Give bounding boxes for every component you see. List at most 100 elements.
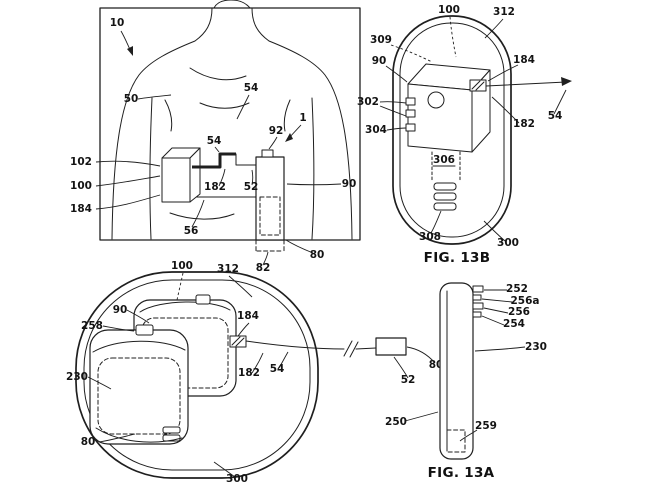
leader-80-unit xyxy=(406,346,436,364)
assembly-leaders xyxy=(87,272,436,478)
capsule-shell-outer xyxy=(392,15,512,245)
fig13b-panel: 100 312 309 90 184 302 304 306 308 300 1… xyxy=(357,4,572,266)
ref-label-56: 56 xyxy=(184,225,199,237)
ref-label-52: 52 xyxy=(244,181,259,193)
ref-label-100: 100 xyxy=(171,260,193,272)
ref-label-100: 100 xyxy=(70,180,92,192)
fig13a-panel: 252 256a 256 254 230 250 259 FIG. 13A xyxy=(385,282,547,481)
leader-309 xyxy=(390,44,433,63)
fig13a-caption: FIG. 13A xyxy=(428,465,495,481)
carrier-shell-outer xyxy=(75,271,319,479)
leader-54 xyxy=(553,89,567,115)
arrowhead-10 xyxy=(127,46,133,56)
leader-54 xyxy=(278,351,289,369)
ref-label-302: 302 xyxy=(357,96,379,108)
ref-label-300: 300 xyxy=(497,237,519,249)
connector-block-1 xyxy=(405,97,416,106)
ref-label-182: 182 xyxy=(513,118,535,130)
fig13a-leaders xyxy=(404,289,526,442)
ref-label-80-pouch: 80 xyxy=(81,436,96,448)
ref-label-252: 252 xyxy=(506,283,528,295)
connector-block-2 xyxy=(405,109,416,118)
ref-label-258: 258 xyxy=(81,320,103,332)
cable-segment-left xyxy=(245,340,345,350)
leader-258 xyxy=(102,325,135,332)
ref-label-256: 256 xyxy=(508,306,530,318)
grille-308 xyxy=(433,182,457,211)
fig13b-leaders xyxy=(379,16,567,242)
ref-label-1: 1 xyxy=(299,112,306,124)
leader-90 xyxy=(126,309,150,324)
assembly-panel: 100 312 90 258 184 230 182 54 80 300 52 … xyxy=(66,260,443,485)
ref-label-182: 182 xyxy=(204,181,226,193)
external-device-box xyxy=(255,149,285,252)
ref-label-304: 304 xyxy=(365,124,387,136)
ref-label-100: 100 xyxy=(438,4,460,16)
ref-label-10: 10 xyxy=(110,17,125,29)
ref-label-92: 92 xyxy=(269,125,284,137)
leader-308 xyxy=(430,210,442,234)
leader-100 xyxy=(176,272,184,301)
leader-256a xyxy=(481,298,513,303)
leader-184 xyxy=(237,322,250,337)
body-panel-leaders xyxy=(95,30,342,266)
leader-184 xyxy=(95,194,161,210)
device-slab xyxy=(405,63,491,182)
ref-label-259: 259 xyxy=(475,420,497,432)
leader-56 xyxy=(191,199,205,228)
patient-body-outline xyxy=(111,0,353,240)
leader-100 xyxy=(95,175,161,187)
ref-label-309: 309 xyxy=(370,34,392,46)
top-connector-stubs xyxy=(472,285,484,318)
hidden-pocket-259 xyxy=(446,429,466,453)
leader-230 xyxy=(474,346,526,352)
body-frame xyxy=(99,7,361,241)
remote-unit-box xyxy=(375,337,407,356)
leader-302a xyxy=(379,101,407,104)
leader-52 xyxy=(393,356,409,379)
leader-182 xyxy=(251,352,264,374)
arrowhead-1 xyxy=(285,133,293,142)
leader-54-back xyxy=(236,94,250,120)
ref-label-82: 82 xyxy=(256,262,271,274)
ref-label-54-back: 54 xyxy=(244,82,259,94)
leader-52 xyxy=(251,169,254,186)
lead-line-54 xyxy=(485,81,567,87)
leader-90 xyxy=(385,65,408,83)
lead-wire xyxy=(192,152,257,169)
leader-90 xyxy=(286,183,342,186)
ref-label-90: 90 xyxy=(342,178,357,190)
leader-92 xyxy=(268,136,278,150)
leader-54-lead xyxy=(214,146,220,153)
ref-label-312: 312 xyxy=(493,6,515,18)
leader-80 xyxy=(285,239,314,254)
arrowhead-54 xyxy=(561,77,572,86)
ref-label-184: 184 xyxy=(513,54,535,66)
leader-256 xyxy=(483,307,509,314)
ref-label-50: 50 xyxy=(124,93,139,105)
leader-102 xyxy=(95,160,161,167)
lead-connector-hatched xyxy=(229,335,247,348)
ref-label-184: 184 xyxy=(70,203,92,215)
port-circle xyxy=(427,91,445,109)
ref-label-254: 254 xyxy=(503,318,525,330)
leader-80-pouch xyxy=(98,433,136,443)
ref-label-250: 250 xyxy=(385,416,407,428)
ref-label-54: 54 xyxy=(548,110,563,122)
cable-break-symbol xyxy=(343,340,359,358)
leader-184 xyxy=(487,64,519,82)
leader-182 xyxy=(218,168,226,187)
ref-label-230: 230 xyxy=(66,371,88,383)
leader-50 xyxy=(137,94,172,100)
carrier-shell-inner xyxy=(83,279,311,471)
lead-connector-hatched xyxy=(469,79,487,92)
ref-label-90: 90 xyxy=(372,55,387,67)
ref-label-102: 102 xyxy=(70,156,92,168)
ref-label-80: 80 xyxy=(310,249,325,261)
ref-label-54: 54 xyxy=(270,363,285,375)
ref-label-54-lead: 54 xyxy=(207,135,222,147)
body-panel: 10 50 54 102 100 184 56 182 54 52 92 1 9… xyxy=(70,0,361,274)
device-side-profile xyxy=(439,282,474,460)
